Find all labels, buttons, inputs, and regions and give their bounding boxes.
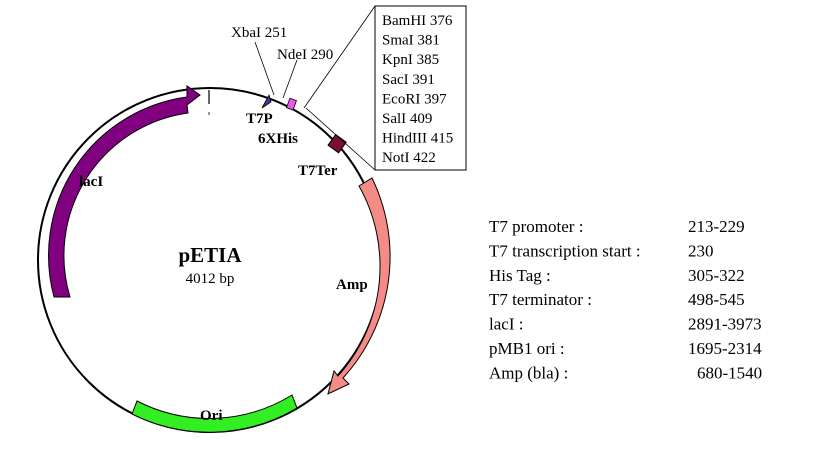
feature-table-name: T7 promoter : <box>489 217 583 236</box>
ndei-label: NdeI 290 <box>277 47 333 63</box>
xbai-label: XbaI 251 <box>231 25 287 41</box>
feature-table-name: Amp (bla) : <box>489 363 568 382</box>
mcs-site-label: NotI 422 <box>382 150 436 166</box>
feature-table-range: 498-545 <box>688 290 745 309</box>
feature-table-name: T7 terminator : <box>489 290 592 309</box>
feature-table-range: 1695-2314 <box>688 339 762 358</box>
plasmid-name: pETIA <box>178 243 242 267</box>
mcs-site-label: SmaI 381 <box>382 33 440 49</box>
xbai-leader <box>254 41 275 96</box>
amp-label: Amp <box>336 277 368 293</box>
mcs-site-label: SacI 391 <box>382 72 435 88</box>
feature-table-name: lacI : <box>489 315 523 334</box>
mcs-site-label: HindIII 415 <box>382 131 453 147</box>
feature-table-range: 213-229 <box>688 217 745 236</box>
mcs-leader-top <box>303 5 376 109</box>
his-tag-label: 6XHis <box>258 131 298 147</box>
feature-table: T7 promoter : 213-229 T7 transcription sta… <box>489 217 762 382</box>
t7p-feature <box>261 93 272 109</box>
feature-table-range: 680-1540 <box>697 363 762 382</box>
t7ter-feature <box>327 133 347 154</box>
t7ter-label: T7Ter <box>298 163 338 179</box>
mcs-site-label: BamHI 376 <box>382 13 453 29</box>
ori-feature <box>131 394 298 433</box>
amp-feature <box>327 177 391 395</box>
mcs-box <box>374 5 467 171</box>
plasmid-size: 4012 bp <box>186 271 235 287</box>
mcs-site-label: SalI 409 <box>382 111 432 127</box>
mcs-site-label: KpnI 385 <box>382 52 439 68</box>
his-tag-feature <box>285 97 297 111</box>
feature-table-name: T7 transcription start : <box>489 241 641 260</box>
feature-table-name: His Tag : <box>489 266 551 285</box>
mcs-site-label: EcoRI 397 <box>382 91 447 107</box>
feature-table-range: 230 <box>688 241 714 260</box>
feature-table-name: pMB1 ori : <box>489 339 565 358</box>
ndei-leader <box>282 59 298 99</box>
laci-feature <box>48 85 201 298</box>
laci-label: lacI <box>79 174 103 190</box>
feature-table-range: 305-322 <box>688 266 745 285</box>
t7p-label: T7P <box>246 111 273 127</box>
feature-table-range: 2891-3973 <box>688 315 762 334</box>
ori-label: Ori <box>200 408 223 424</box>
mcs-leader-bottom <box>305 107 376 171</box>
